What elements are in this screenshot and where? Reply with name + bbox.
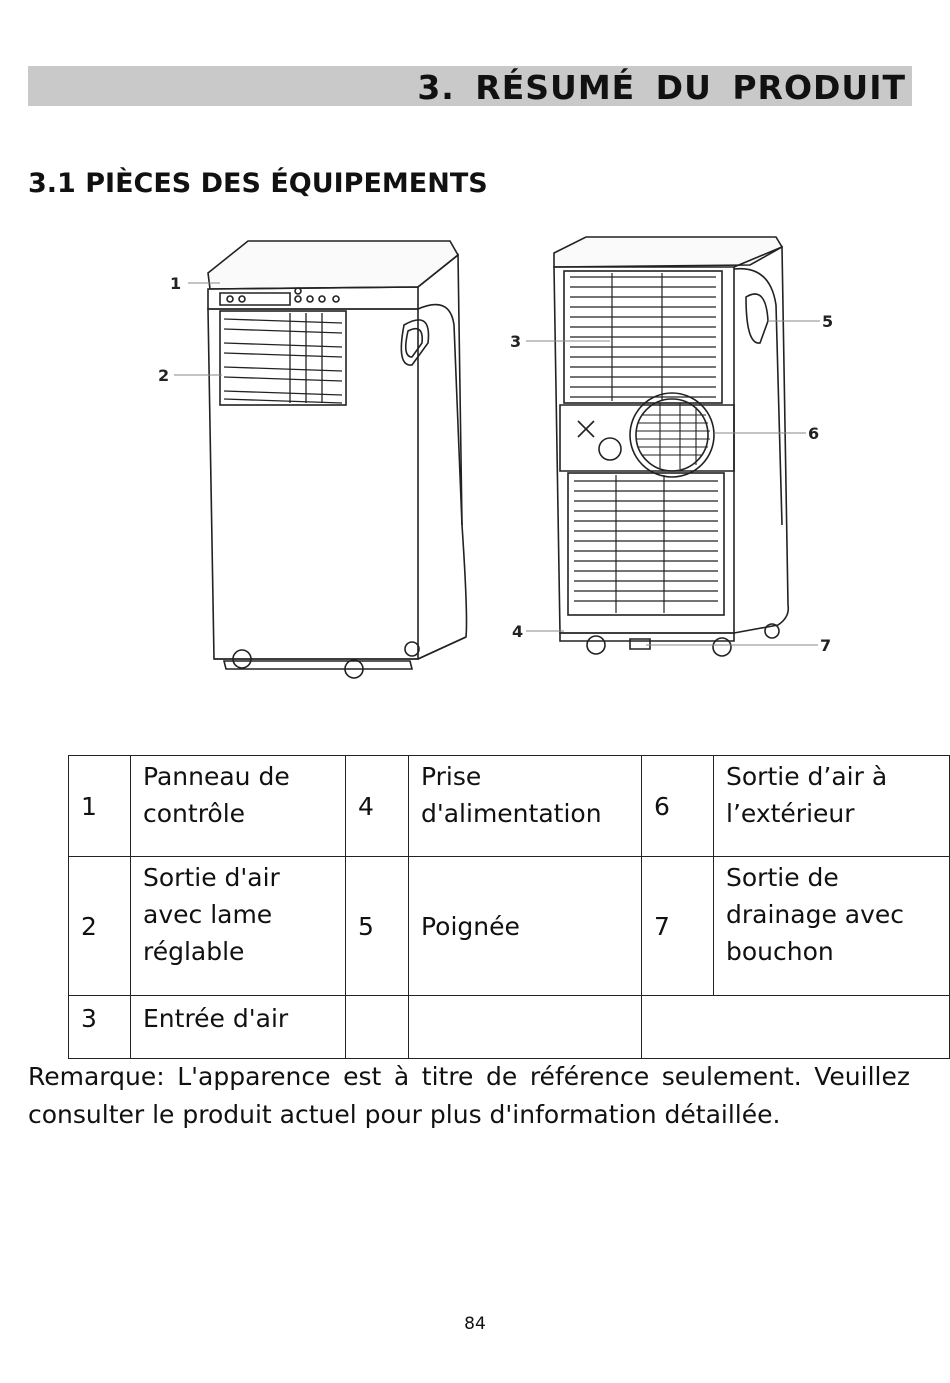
part-number: 5: [345, 856, 409, 996]
empty-cell: [345, 995, 409, 1059]
part-number: 2: [68, 856, 131, 996]
part-label: Poignée: [408, 856, 642, 996]
part-number: 3: [68, 995, 131, 1059]
part-label: Sortie d’air à l’extérieur: [713, 755, 950, 857]
part-label: Sortie d'air avec lame réglable: [130, 856, 346, 996]
front-unit-drawing: [207, 240, 468, 679]
part-label: Entrée d'air: [130, 995, 346, 1059]
table-row: 2 Sortie d'air avec lame réglable 5 Poig…: [68, 856, 950, 996]
callout-7: 7: [820, 636, 831, 655]
callout-3: 3: [510, 332, 521, 351]
callout-2: 2: [158, 366, 169, 385]
section-header-bar: 3. RÉSUMÉ DU PRODUIT: [28, 66, 912, 107]
table-row: 3 Entrée d'air: [68, 995, 950, 1059]
callout-6: 6: [808, 424, 819, 443]
part-label: Panneau de contrôle: [130, 755, 346, 857]
part-number: 6: [641, 755, 714, 857]
empty-cell: [408, 995, 642, 1059]
part-label: Sortie de drainage avec bouchon: [713, 856, 950, 996]
product-diagram: 1 2 3 4 5 6 7: [150, 225, 850, 685]
table-row: 1 Panneau de contrôle 4 Prise d'alimenta…: [68, 755, 950, 857]
empty-cell: [641, 995, 950, 1059]
callout-4: 4: [512, 622, 523, 641]
part-number: 1: [68, 755, 131, 857]
part-label: Prise d'alimentation: [408, 755, 642, 857]
page-number: 84: [464, 1314, 486, 1334]
callout-1: 1: [170, 274, 181, 293]
parts-table: 1 Panneau de contrôle 4 Prise d'alimenta…: [68, 755, 950, 1059]
note-text: Remarque: L'apparence est à titre de réf…: [28, 1062, 910, 1129]
part-number: 7: [641, 856, 714, 996]
air-conditioner-illustration: 1 2 3 4 5 6 7: [158, 236, 833, 679]
section-title: 3. RÉSUMÉ DU PRODUIT: [417, 68, 906, 107]
back-unit-drawing: [553, 236, 790, 657]
callout-5: 5: [822, 312, 833, 331]
subsection-title: 3.1 PIÈCES DES ÉQUIPEMENTS: [28, 168, 488, 199]
part-number: 4: [345, 755, 409, 857]
